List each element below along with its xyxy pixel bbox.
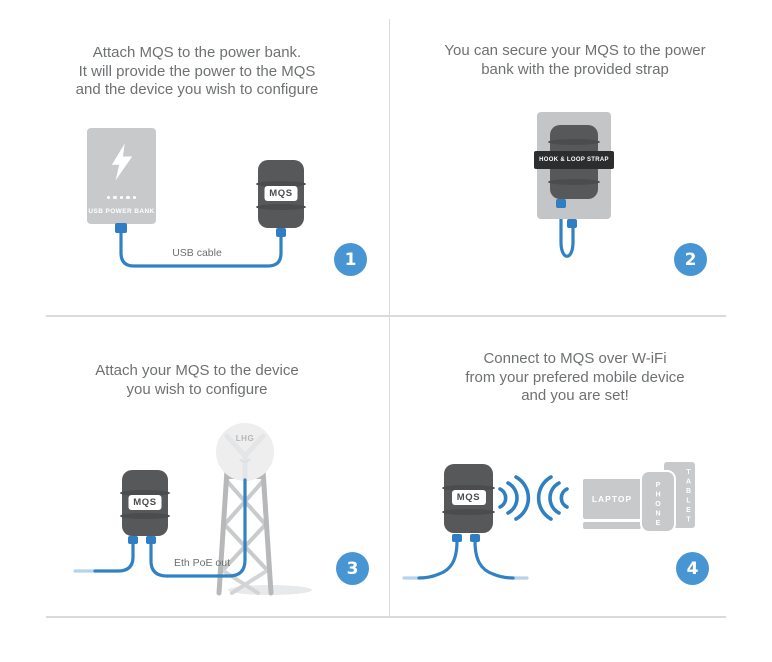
device-seam <box>442 509 495 515</box>
device-seam <box>120 513 170 519</box>
step-badge-1: 1 <box>334 243 367 276</box>
caption-line: bank with the provided strap <box>481 60 669 78</box>
phone-label: PHONE <box>654 482 662 530</box>
device-seam <box>256 204 306 210</box>
caption-line: and the device you wish to configure <box>75 81 319 98</box>
mqs-plug-right <box>146 536 156 544</box>
vertical-divider <box>389 19 390 617</box>
middle-divider <box>46 315 726 317</box>
step1-caption: Attach MQS to the power bank. It will pr… <box>0 44 394 100</box>
lightning-bolt-icon <box>111 143 132 181</box>
usb-cable-label: USB cable <box>172 247 222 259</box>
step-badge-2: 2 <box>674 243 707 276</box>
left-cable-line <box>93 542 135 573</box>
mqs-plug <box>556 199 566 208</box>
caption-line: you wish to configure <box>126 380 268 398</box>
mqs-plug-left <box>128 536 138 544</box>
caption-line: Connect to MQS over W-iFi <box>483 350 667 367</box>
bottom-divider <box>46 616 726 618</box>
step-badge-4: 4 <box>676 552 709 585</box>
usb-power-bank: USB POWER BANK <box>87 128 156 224</box>
eth-poe-label: Eth PoE out <box>173 557 231 569</box>
caption-line: and you are set! <box>521 387 629 404</box>
device-seam <box>120 490 170 496</box>
usb-plug <box>115 223 127 233</box>
device-seam <box>548 179 600 185</box>
device-seam <box>256 181 306 187</box>
lhg-tower <box>216 452 312 596</box>
step-badge-3: 3 <box>336 552 369 585</box>
laptop-device: LAPTOP <box>583 479 641 519</box>
caption-line: You can secure your MQS to the power <box>444 42 706 59</box>
caption-line: It will provide the power to the MQS <box>78 62 316 80</box>
caption-line: Attach MQS to the power bank. <box>92 44 302 61</box>
mqs-cable-right <box>473 539 515 580</box>
mqs-cable-left <box>417 539 459 580</box>
wifi-waves-icon <box>498 475 569 521</box>
lhg-dish <box>216 423 274 483</box>
power-bank-label: USB POWER BANK <box>88 208 155 215</box>
mqs-name-plate: MQS <box>128 495 162 510</box>
caption-line: from your prefered mobile device <box>465 368 685 386</box>
step4-caption: Connect to MQS over W-iFi from your pref… <box>389 350 761 406</box>
mqs-name-plate: MQS <box>264 186 298 201</box>
step3-caption: Attach your MQS to the device you wish t… <box>0 362 394 399</box>
device-seam <box>442 485 495 491</box>
mqs-plug-right <box>470 534 480 542</box>
battery-dots-icon <box>87 195 156 199</box>
caption-line: Attach your MQS to the device <box>95 362 299 379</box>
hook-loop-strap: HOOK & LOOP STRAP <box>534 151 614 169</box>
lhg-antenna-label: LHG <box>235 434 255 443</box>
mqs-plug <box>276 228 286 237</box>
tablet-label: TABLET <box>685 469 692 526</box>
mqs-device: MQS <box>256 160 306 228</box>
mqs-plug-left <box>452 534 462 542</box>
laptop-label: LAPTOP <box>591 494 633 504</box>
mqs-device: MQS <box>442 464 495 533</box>
bank-plug <box>567 219 577 228</box>
mqs-name-plate: MQS <box>451 490 486 505</box>
step2-caption: You can secure your MQS to the power ban… <box>389 42 761 79</box>
laptop-base <box>583 522 641 529</box>
phone-device: PHONE <box>642 472 674 531</box>
mqs-device: MQS <box>120 470 170 536</box>
device-seam <box>548 139 600 145</box>
